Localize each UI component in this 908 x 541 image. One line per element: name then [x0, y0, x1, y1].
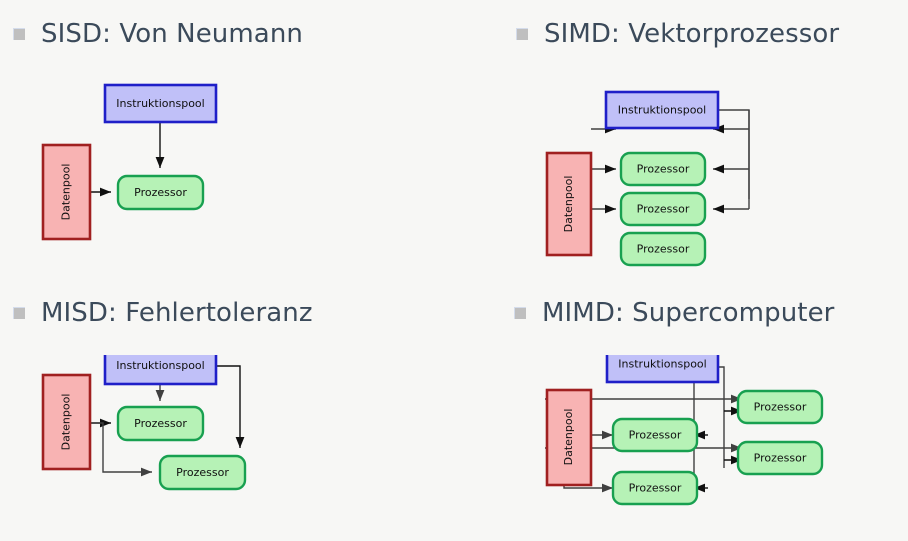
box-prozessor-1: Prozessor: [619, 151, 707, 187]
box-instruktionspool-label: Instruktionspool: [618, 358, 706, 371]
box-datenpool: Datenpool: [41, 373, 92, 471]
box-instruktionspool: Instruktionspool: [103, 355, 218, 386]
bullet-square-icon: [13, 307, 25, 319]
diagram-mimd: Instruktionspool Datenpool Prozessor Pro…: [545, 355, 824, 506]
box-datenpool-label: Datenpool: [562, 176, 575, 233]
quadrant-mimd: MIMD: Supercomputer: [454, 280, 908, 541]
box-datenpool-label: Datenpool: [60, 164, 73, 221]
box-prozessor-4: Prozessor: [736, 440, 824, 476]
box-instruktionspool: Instruktionspool: [605, 355, 720, 384]
box-prozessor-3-label: Prozessor: [754, 401, 807, 414]
box-prozessor-1-label: Prozessor: [134, 186, 187, 199]
heading-mimd: MIMD: Supercomputer: [514, 300, 834, 326]
box-instruktionspool-label: Instruktionspool: [116, 97, 204, 110]
box-prozessor-1: Prozessor: [116, 174, 205, 211]
box-prozessor-1-label: Prozessor: [637, 163, 690, 176]
box-prozessor-2: Prozessor: [611, 470, 699, 506]
box-instruktionspool: Instruktionspool: [604, 90, 720, 130]
box-prozessor-4-label: Prozessor: [754, 452, 807, 465]
box-datenpool-label: Datenpool: [562, 409, 575, 466]
bullet-square-icon: [13, 28, 25, 40]
box-prozessor-1: Prozessor: [611, 417, 699, 453]
box-prozessor-2: Prozessor: [619, 191, 707, 227]
box-datenpool: Datenpool: [545, 388, 593, 487]
diagram-simd: Instruktionspool Datenpool Prozessor Pro…: [545, 90, 750, 267]
heading-misd: MISD: Fehlertoleranz: [13, 300, 313, 326]
heading-simd: SIMD: Vektorprozessor: [516, 21, 839, 47]
heading-sisd: SISD: Von Neumann: [13, 21, 303, 47]
box-prozessor-2-label: Prozessor: [637, 203, 690, 216]
bullet-square-icon: [514, 307, 526, 319]
heading-mimd-label: MIMD: Supercomputer: [542, 298, 835, 328]
diagram-misd: Instruktionspool Datenpool Prozessor Pro…: [41, 355, 247, 491]
quadrant-simd: SIMD: Vektorprozessor Instruktionsp: [454, 0, 908, 280]
box-datenpool-label: Datenpool: [60, 394, 73, 451]
box-instruktionspool: Instruktionspool: [103, 83, 218, 124]
box-prozessor-3: Prozessor: [619, 231, 707, 267]
box-prozessor-2-label: Prozessor: [629, 482, 682, 495]
box-prozessor-2-label: Prozessor: [176, 466, 229, 479]
heading-misd-label: MISD: Fehlertoleranz: [41, 298, 313, 328]
box-prozessor-1-label: Prozessor: [629, 429, 682, 442]
box-datenpool: Datenpool: [41, 143, 92, 241]
bullet-square-icon: [516, 28, 528, 40]
box-prozessor-1: Prozessor: [116, 405, 205, 442]
quadrant-misd: MISD: Fehlertoleranz Instruk: [0, 280, 454, 541]
box-instruktionspool-label: Instruktionspool: [618, 104, 706, 117]
heading-sisd-label: SISD: Von Neumann: [41, 19, 303, 49]
box-prozessor-3: Prozessor: [736, 389, 824, 425]
box-prozessor-2: Prozessor: [158, 454, 247, 491]
box-prozessor-1-label: Prozessor: [134, 417, 187, 430]
box-datenpool: Datenpool: [545, 151, 593, 257]
diagram-sisd: Instruktionspool Datenpool Prozessor: [41, 83, 218, 241]
box-prozessor-3-label: Prozessor: [637, 243, 690, 256]
quadrant-sisd: SISD: Von Neumann Instruktionspool Daten…: [0, 0, 454, 280]
box-instruktionspool-label: Instruktionspool: [116, 359, 204, 372]
heading-simd-label: SIMD: Vektorprozessor: [544, 19, 840, 49]
